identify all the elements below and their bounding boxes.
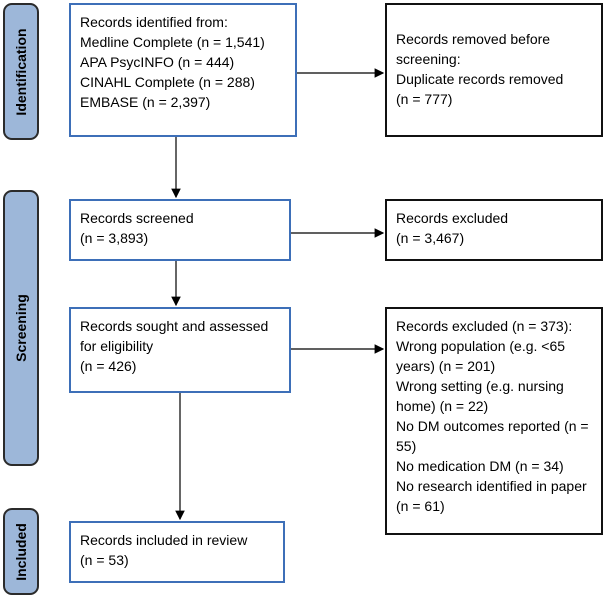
text-line: No medication DM (n = 34) <box>396 458 564 474</box>
text-line: No research identified in paper <box>396 478 587 494</box>
text-line: Wrong setting (e.g. nursing <box>396 378 564 394</box>
text-line: Records excluded (n = 373): <box>396 318 573 334</box>
text-line: APA PsycINFO (n = 444) <box>80 54 235 70</box>
text-line: Records screened <box>80 210 194 226</box>
records-identified-box: Records identified from: Medline Complet… <box>69 3 297 137</box>
records-removed-box: Records removed before screening: Duplic… <box>385 3 603 137</box>
text-line: (n = 3,893) <box>80 230 149 246</box>
records-excluded-reasons-box: Records excluded (n = 373): Wrong popula… <box>385 307 603 535</box>
text-line: Duplicate records removed <box>396 71 564 87</box>
text-line: years) (n = 201) <box>396 358 496 374</box>
text-line: EMBASE (n = 2,397) <box>80 94 211 110</box>
phase-identification: Identification <box>3 3 39 140</box>
phase-included: Included <box>3 508 39 595</box>
phase-screening: Screening <box>3 190 39 466</box>
text-line: Medline Complete (n = 1,541) <box>80 34 265 50</box>
text-line: home) (n = 22) <box>396 398 489 414</box>
records-included-box: Records included in review (n = 53) <box>69 521 285 583</box>
text-line: Records included in review <box>80 532 248 548</box>
text-line: Wrong population (e.g. <65 <box>396 338 566 354</box>
text-line: Records removed before <box>396 31 551 47</box>
text-line: Records identified from: <box>80 14 228 30</box>
text-line: Records excluded <box>396 210 509 226</box>
text-line: (n = 777) <box>396 91 453 107</box>
text-line: (n = 61) <box>396 498 445 514</box>
text-line: CINAHL Complete (n = 288) <box>80 74 255 90</box>
records-screened-box: Records screened (n = 3,893) <box>69 199 291 261</box>
text-line: (n = 53) <box>80 552 129 568</box>
text-line: screening: <box>396 51 461 67</box>
text-line: No DM outcomes reported (n = <box>396 418 589 434</box>
text-line: for eligibility <box>80 338 154 354</box>
text-line: 55) <box>396 438 417 454</box>
text-line: (n = 426) <box>80 358 137 374</box>
records-eligibility-box: Records sought and assessed for eligibil… <box>69 307 291 393</box>
records-excluded-box: Records excluded (n = 3,467) <box>385 199 603 261</box>
text-line: Records sought and assessed <box>80 318 269 334</box>
text-line: (n = 3,467) <box>396 230 465 246</box>
